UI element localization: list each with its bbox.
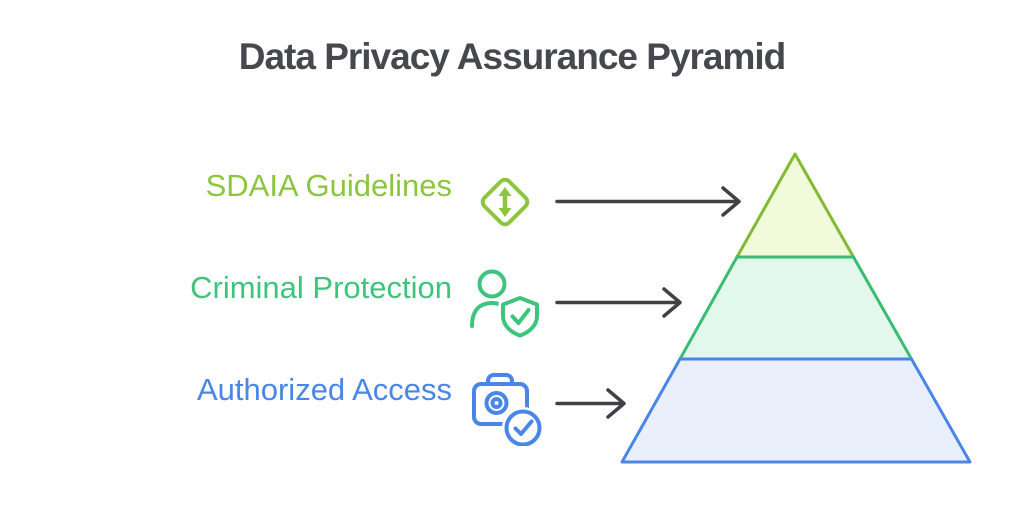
arrow-authorized xyxy=(555,388,626,419)
label-criminal-protection: Criminal Protection xyxy=(190,270,452,305)
pyramid-level-bottom xyxy=(620,357,972,464)
arrow-criminal xyxy=(555,287,682,318)
label-authorized-access: Authorized Access xyxy=(196,372,452,407)
user-shield-check-icon xyxy=(470,269,542,340)
label-sdaia-guidelines: SDAIA Guidelines xyxy=(205,168,452,203)
diagram-title: Data Privacy Assurance Pyramid xyxy=(238,36,787,77)
camera-check-icon xyxy=(472,373,544,446)
pyramid-level-top xyxy=(735,152,855,259)
arrow-sdaia xyxy=(555,186,741,217)
pyramid-level-middle xyxy=(678,255,913,361)
diamond-vertical-arrows-icon xyxy=(480,177,530,227)
